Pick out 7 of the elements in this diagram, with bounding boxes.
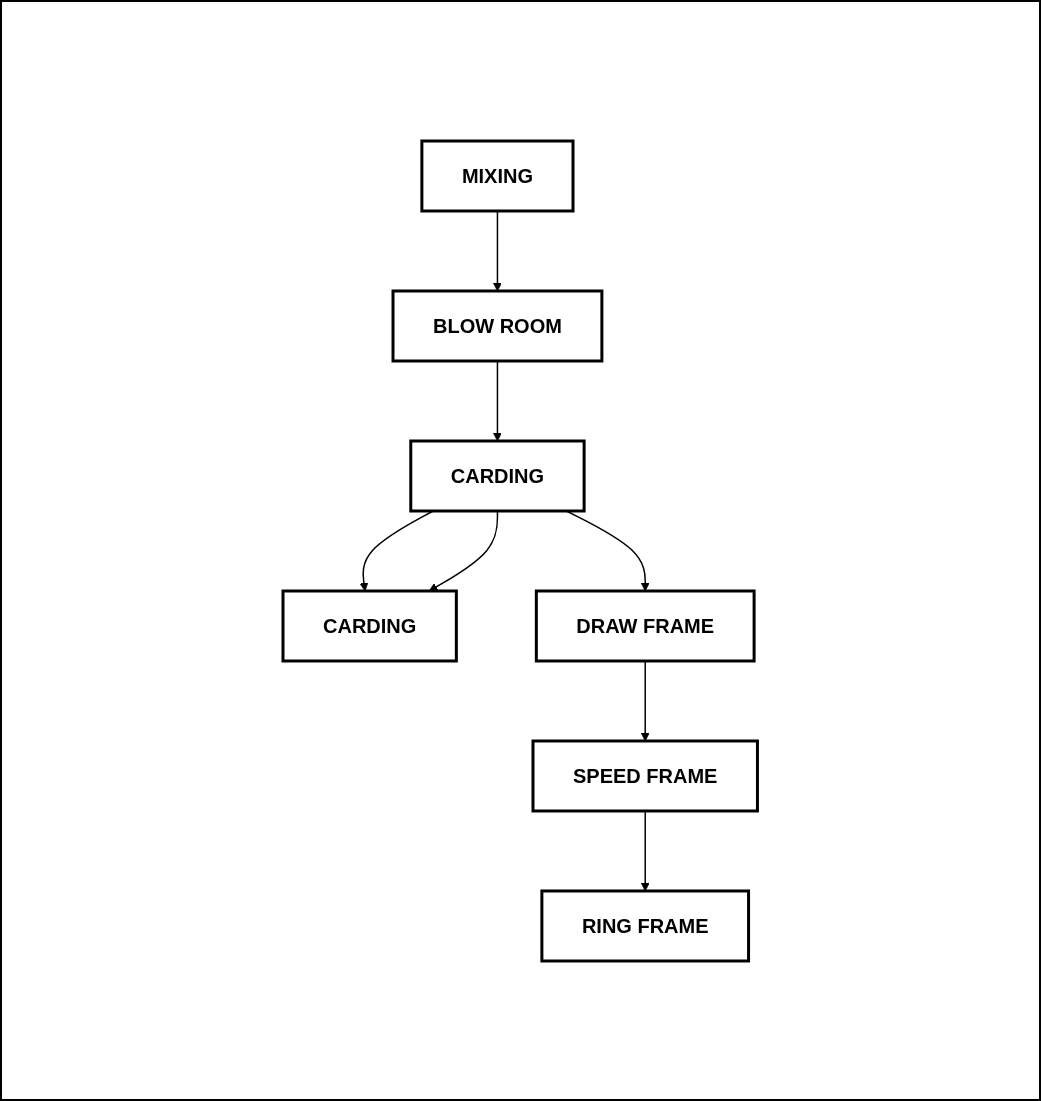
- node-box: DRAW FRAME: [535, 589, 756, 662]
- node-box: BLOW ROOM: [391, 289, 604, 362]
- node-box: RING FRAME: [540, 889, 751, 962]
- node-box: SPEED FRAME: [531, 739, 760, 812]
- node-box: MIXING: [420, 139, 575, 212]
- node-box: CARDING: [409, 439, 586, 512]
- node-box: CARDING: [281, 589, 459, 662]
